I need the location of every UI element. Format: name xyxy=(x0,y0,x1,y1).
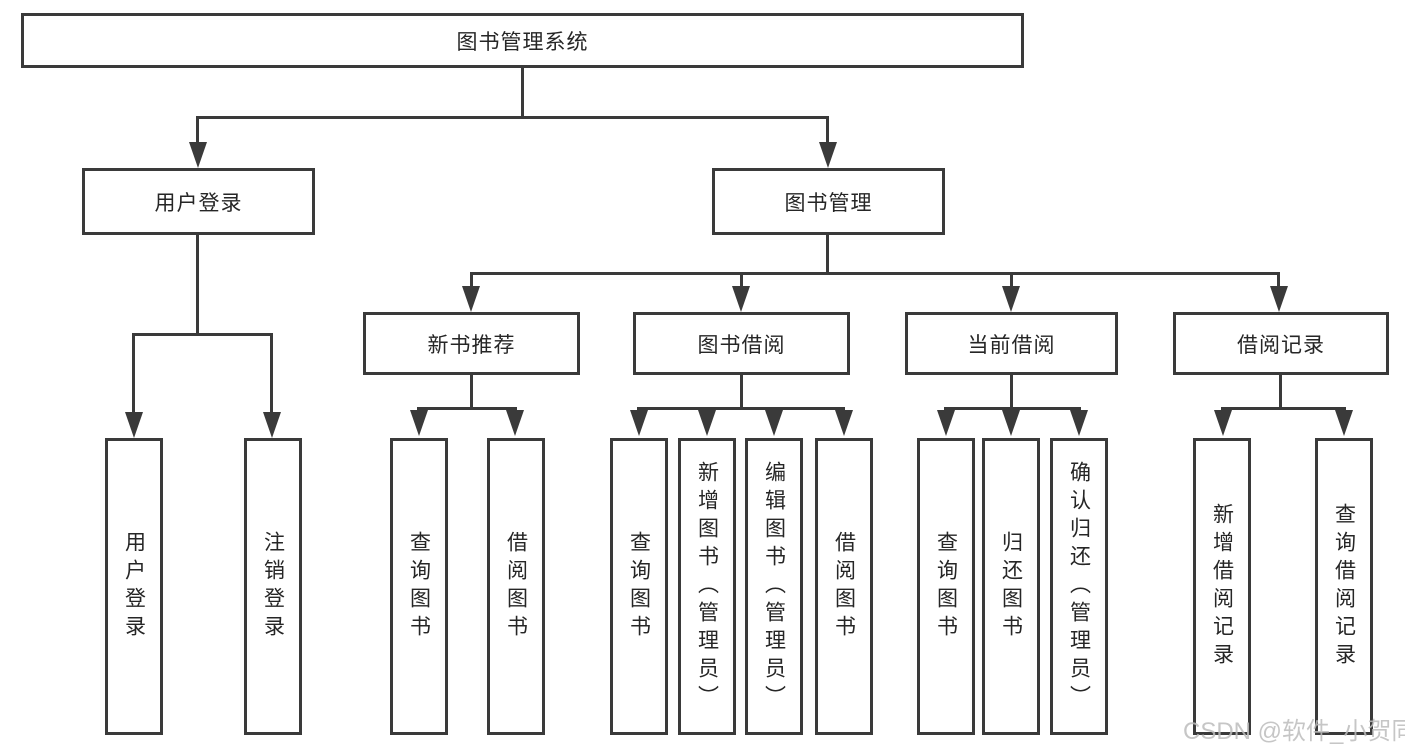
leaf-nb-borrow-books: 借阅图书 xyxy=(487,438,545,735)
arrowhead-bb-borrow xyxy=(835,410,853,436)
node-book-borrowing: 图书借阅 xyxy=(633,312,850,375)
arrowhead-current xyxy=(1002,286,1020,312)
arrowhead-user-login xyxy=(189,142,207,168)
leaf-bb-add-books-admin-label: 新增图书（管理员） xyxy=(695,460,719,713)
leaf-bb-query-books: 查询图书 xyxy=(610,438,668,735)
connector-drop-records xyxy=(1277,272,1280,288)
node-user-login-label: 用户登录 xyxy=(154,191,243,215)
leaf-logout-label: 注销登录 xyxy=(261,530,285,643)
connector-borrow-stem xyxy=(740,375,743,409)
leaf-user-login: 用户登录 xyxy=(105,438,163,735)
connector-drop-user-login xyxy=(196,116,199,146)
connector-new-books-split xyxy=(417,407,517,410)
leaf-bb-query-books-label: 查询图书 xyxy=(627,530,651,643)
connector-current-split xyxy=(944,407,1081,410)
node-library-system: 图书管理系统 xyxy=(21,13,1024,68)
arrowhead-leaf-login xyxy=(125,412,143,438)
leaf-cb-return-books-label: 归还图书 xyxy=(999,530,1023,643)
arrowhead-nb-query xyxy=(410,410,428,436)
node-current-borrowing-label: 当前借阅 xyxy=(967,333,1056,357)
arrowhead-leaf-logout xyxy=(263,412,281,438)
leaf-nb-query-books: 查询图书 xyxy=(390,438,448,735)
connector-new-books-stem xyxy=(470,375,473,409)
arrowhead-borrow xyxy=(732,286,750,312)
leaf-br-query-record: 查询借阅记录 xyxy=(1315,438,1373,735)
arrowhead-bb-add xyxy=(698,410,716,436)
leaf-br-add-record-label: 新增借阅记录 xyxy=(1210,502,1234,671)
connector-drop-borrow xyxy=(740,272,743,288)
node-book-management-label: 图书管理 xyxy=(784,191,873,215)
leaf-cb-query-books: 查询图书 xyxy=(917,438,975,735)
leaf-bb-add-books-admin: 新增图书（管理员） xyxy=(678,438,736,735)
arrowhead-br-query xyxy=(1335,410,1353,436)
leaf-cb-confirm-return-admin-label: 确认归还（管理员） xyxy=(1067,460,1091,713)
leaf-bb-edit-books-admin: 编辑图书（管理员） xyxy=(745,438,803,735)
connector-drop-book-mgmt xyxy=(826,116,829,146)
node-new-book-recommend-label: 新书推荐 xyxy=(427,333,516,357)
connector-drop-leaf-login xyxy=(132,333,135,414)
node-user-login: 用户登录 xyxy=(82,168,315,235)
leaf-bb-borrow-books: 借阅图书 xyxy=(815,438,873,735)
connector-book-mgmt-split xyxy=(470,272,1280,275)
arrowhead-bb-edit xyxy=(765,410,783,436)
node-borrowing-records-label: 借阅记录 xyxy=(1237,333,1325,357)
leaf-cb-confirm-return-admin: 确认归还（管理员） xyxy=(1050,438,1108,735)
connector-drop-new-books xyxy=(470,272,473,288)
leaf-nb-borrow-books-label: 借阅图书 xyxy=(504,530,528,643)
arrowhead-records xyxy=(1270,286,1288,312)
leaf-logout: 注销登录 xyxy=(244,438,302,735)
leaf-nb-query-books-label: 查询图书 xyxy=(407,530,431,643)
node-library-system-label: 图书管理系统 xyxy=(456,30,589,54)
leaf-bb-borrow-books-label: 借阅图书 xyxy=(832,530,856,643)
leaf-cb-query-books-label: 查询图书 xyxy=(934,530,958,643)
arrowhead-cb-query xyxy=(937,410,955,436)
connector-book-mgmt-stem xyxy=(826,235,829,275)
connector-borrow-split xyxy=(637,407,845,410)
connector-user-login-stem xyxy=(196,235,199,335)
connector-root-stem xyxy=(521,68,524,119)
connector-root-split xyxy=(196,116,829,119)
leaf-cb-return-books: 归还图书 xyxy=(982,438,1040,735)
arrowhead-nb-borrow xyxy=(506,410,524,436)
node-current-borrowing: 当前借阅 xyxy=(905,312,1118,375)
connector-records-stem xyxy=(1279,375,1282,409)
connector-records-split xyxy=(1221,407,1346,410)
connector-drop-leaf-logout xyxy=(270,333,273,414)
arrowhead-cb-return xyxy=(1002,410,1020,436)
node-book-management: 图书管理 xyxy=(712,168,945,235)
connector-current-stem xyxy=(1010,375,1013,409)
node-borrowing-records: 借阅记录 xyxy=(1173,312,1389,375)
arrowhead-br-add xyxy=(1214,410,1232,436)
arrowhead-cb-confirm xyxy=(1070,410,1088,436)
node-book-borrowing-label: 图书借阅 xyxy=(697,333,786,357)
arrowhead-bb-query xyxy=(630,410,648,436)
connector-drop-current xyxy=(1010,272,1013,288)
leaf-br-query-record-label: 查询借阅记录 xyxy=(1332,502,1356,671)
csdn-watermark: CSDN @软件_小贺同学 xyxy=(1183,718,1405,745)
node-new-book-recommend: 新书推荐 xyxy=(363,312,580,375)
arrowhead-book-mgmt xyxy=(819,142,837,168)
connector-user-login-split xyxy=(132,333,273,336)
leaf-user-login-label: 用户登录 xyxy=(122,530,146,643)
leaf-br-add-record: 新增借阅记录 xyxy=(1193,438,1251,735)
arrowhead-new-books xyxy=(462,286,480,312)
leaf-bb-edit-books-admin-label: 编辑图书（管理员） xyxy=(762,460,786,713)
